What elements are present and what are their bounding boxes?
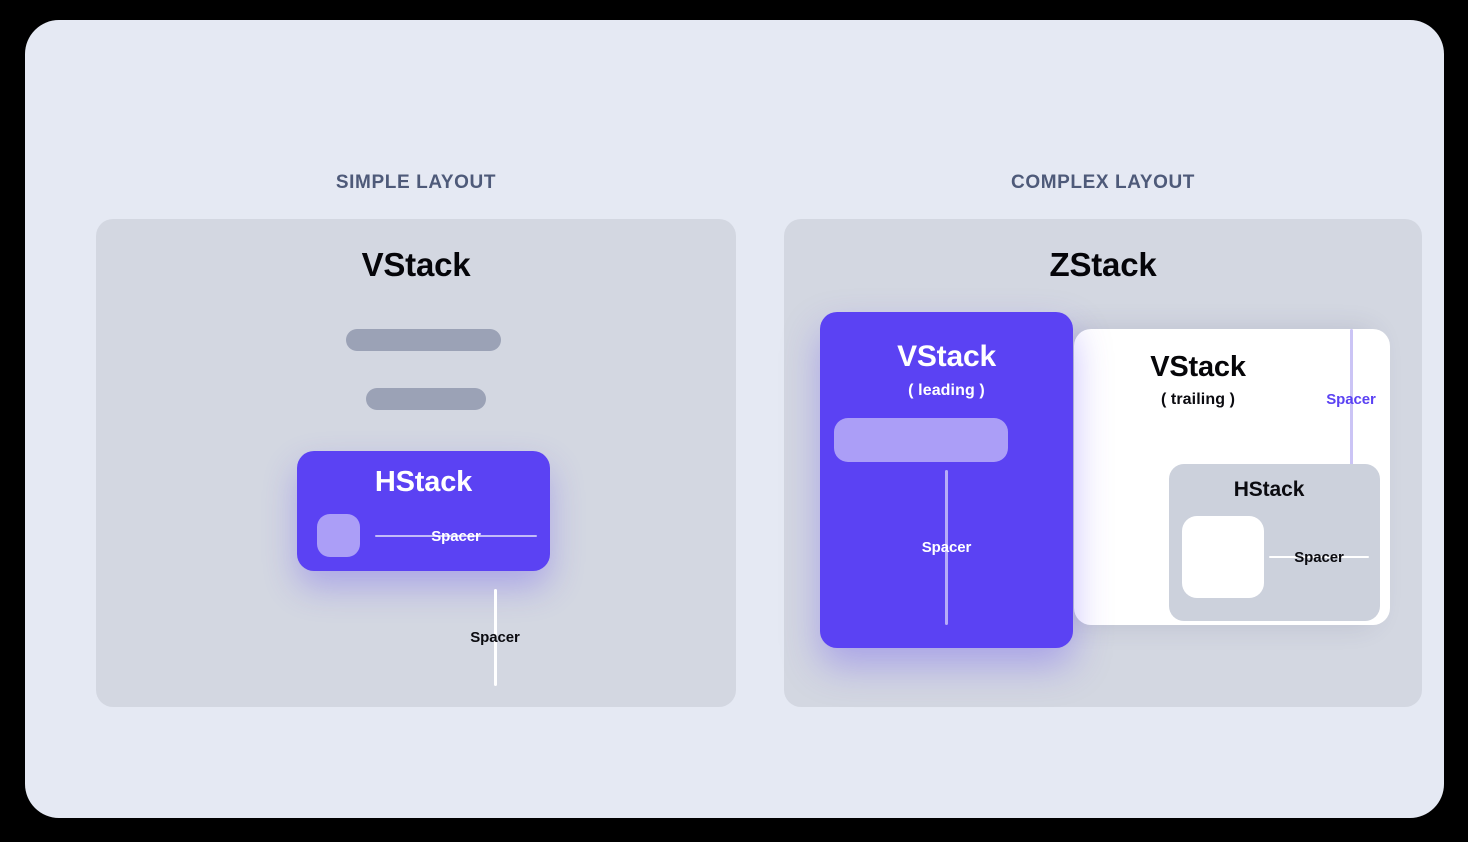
column-title-complex: COMPLEX LAYOUT [1011, 172, 1195, 193]
spacer-label: Spacer [1294, 548, 1344, 566]
vstack-trailing-card: VStack ( trailing ) Spacer HStack Spacer [1074, 329, 1390, 625]
spacer-line [375, 535, 537, 537]
vstack-leading-card: VStack ( leading ) Spacer [820, 312, 1073, 648]
vertical-spacer: Spacer [870, 470, 1023, 625]
vertical-spacer: Spacer [1316, 329, 1386, 469]
zstack-label: ZStack [1049, 246, 1157, 283]
complex-layout-stage: ZStack VStack ( trailing ) Spacer HStack [784, 219, 1422, 707]
zstack-composition: VStack ( trailing ) Spacer HStack Spacer [784, 219, 1422, 707]
vstack-leading-alignment: ( leading ) [908, 382, 985, 399]
simple-layout-stage: VStack HStack Spacer Spacer [96, 219, 736, 707]
spacer-label: Spacer [1326, 390, 1376, 408]
vstack-trailing-alignment: ( trailing ) [1160, 391, 1236, 408]
hstack-label: HStack [374, 466, 473, 498]
horizontal-spacer: Spacer [1269, 540, 1369, 574]
spacer-line [945, 470, 948, 625]
placeholder-bar-narrow [366, 388, 486, 410]
hstack-label: HStack [1233, 478, 1305, 501]
vstack-label: VStack [361, 246, 471, 283]
vstack-trailing-label: VStack [1150, 351, 1246, 383]
spacer-line [1269, 556, 1369, 558]
vertical-spacer: Spacer [419, 589, 571, 686]
spacer-line [1349, 329, 1353, 469]
hstack-card: HStack Spacer [297, 451, 550, 571]
hstack-card: HStack Spacer [1169, 464, 1380, 621]
content-chip [1182, 516, 1264, 598]
spacer-label: Spacer [921, 539, 972, 556]
horizontal-spacer: Spacer [375, 517, 537, 555]
spacer-line [493, 589, 497, 686]
spacer-label: Spacer [431, 527, 481, 545]
spacer-label: Spacer [470, 629, 520, 646]
placeholder-bar-wide [346, 329, 501, 351]
column-title-simple: SIMPLE LAYOUT [335, 172, 497, 193]
vstack-leading-label: VStack [897, 340, 996, 373]
content-panel: SIMPLE LAYOUT COMPLEX LAYOUT VStack HSta… [25, 20, 1444, 818]
placeholder-bar [834, 418, 1008, 462]
content-chip [317, 514, 360, 557]
